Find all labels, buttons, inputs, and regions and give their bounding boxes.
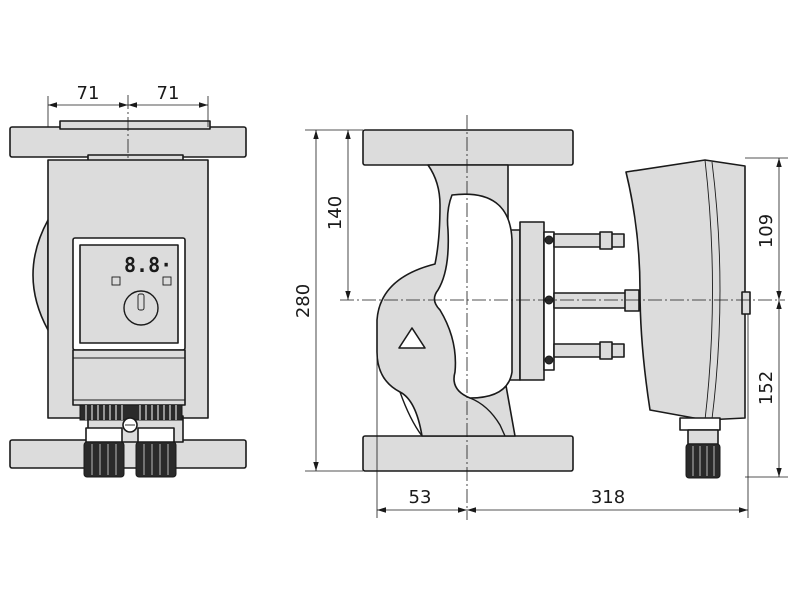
module-side-tab xyxy=(741,291,751,315)
bolt-head-bottom xyxy=(544,355,554,365)
cable-gland-left xyxy=(83,441,125,478)
front-view: 8.8· xyxy=(9,83,247,478)
side-upper-flange xyxy=(362,129,574,166)
side-cable-gland xyxy=(685,443,721,479)
control-module-face xyxy=(79,244,179,344)
side-gland-nut xyxy=(679,417,721,431)
bolt-head-top xyxy=(544,235,554,245)
display-readout: 8.8· xyxy=(124,253,172,277)
dim-height-upper: 140 xyxy=(325,196,346,230)
dim-inlet-offset: 53 xyxy=(409,487,432,508)
bolt-top xyxy=(553,233,625,248)
cable-gland-right xyxy=(135,441,177,478)
side-view: 280 140 109 152 53 318 xyxy=(293,115,788,520)
front-upper-flange-lip xyxy=(59,120,211,130)
button-left-icon xyxy=(111,276,121,286)
impeller-chamber xyxy=(433,193,513,399)
motor-housing xyxy=(625,159,746,421)
dim-outlet-length: 318 xyxy=(591,487,625,508)
control-knob xyxy=(123,290,159,326)
motor-side-curve xyxy=(32,219,49,331)
side-lower-flange xyxy=(362,435,574,472)
bolt-bottom xyxy=(553,343,625,358)
front-lower-flange xyxy=(9,439,247,469)
button-right-icon xyxy=(162,276,172,286)
dim-flange-left: 71 xyxy=(77,83,100,104)
dim-flange-right: 71 xyxy=(157,83,180,104)
dim-module-upper: 109 xyxy=(756,214,777,248)
control-knob-indicator xyxy=(137,293,145,311)
terminal-ribs xyxy=(79,404,183,421)
cable-gland-right-nut xyxy=(137,427,175,443)
dim-module-lower: 152 xyxy=(756,371,777,405)
flow-direction-icon xyxy=(398,327,426,349)
cable-gland-left-nut xyxy=(85,427,123,443)
motor-flange-plate xyxy=(519,221,545,381)
dim-height-total: 280 xyxy=(293,284,314,318)
